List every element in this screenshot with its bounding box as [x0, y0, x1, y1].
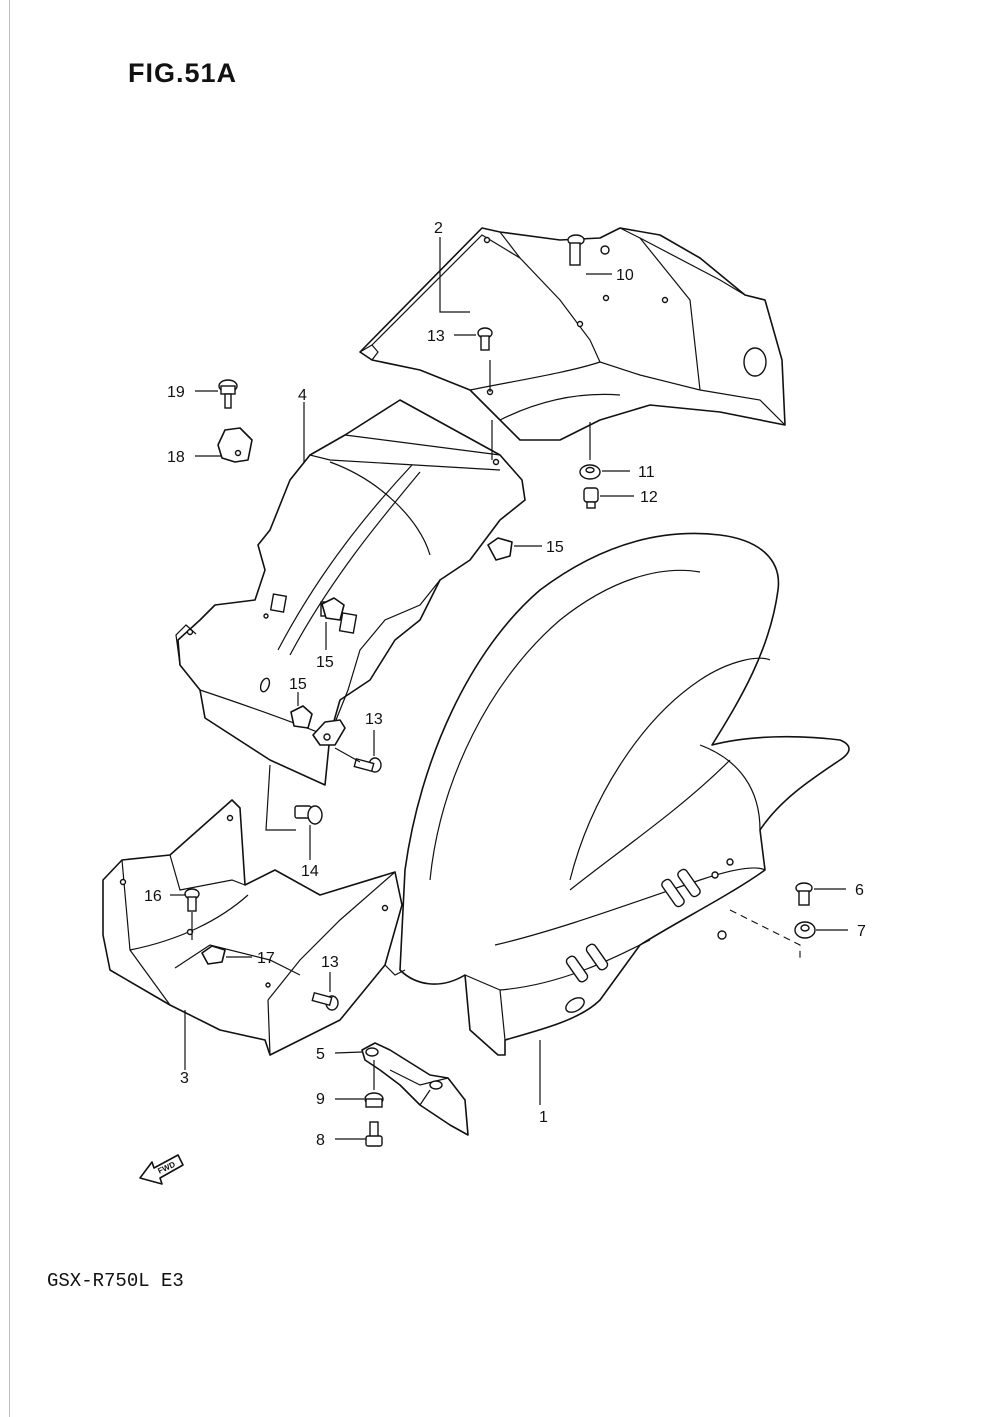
callout-13-upper: 13 [427, 328, 445, 345]
part-13-screw-lower [311, 991, 339, 1011]
part-4-inner-fender [175, 399, 526, 786]
callout-1: 1 [539, 1109, 548, 1126]
part-15-clip-nut-b [321, 597, 345, 621]
callout-2: 2 [434, 220, 443, 237]
part-11-washer [579, 464, 601, 480]
part-17-clip-nut [201, 945, 226, 965]
callout-17: 17 [257, 950, 275, 967]
part-8-bolt [365, 1121, 383, 1147]
callout-12: 12 [640, 489, 658, 506]
part-9-washer [364, 1092, 384, 1108]
figure-title: FIG.51A [128, 58, 238, 88]
callout-15-c: 15 [289, 676, 307, 693]
callout-11: 11 [638, 464, 655, 481]
callout-18: 18 [167, 449, 185, 466]
hardware-items [184, 234, 816, 1147]
part-16-screw [184, 888, 200, 912]
callout-16: 16 [144, 888, 162, 905]
part-14-bolt [294, 805, 323, 825]
callout-numbers: 1 2 3 4 5 6 7 8 9 10 11 12 13 13 13 14 1… [144, 220, 866, 1149]
callout-15-a: 15 [546, 539, 564, 556]
part-7-nut [794, 921, 816, 939]
part-15-clip-nut-c [290, 705, 313, 729]
clip-mount [312, 719, 346, 746]
part-10-screw [567, 234, 585, 266]
leader-lines [170, 237, 848, 1140]
part-6-screw [795, 882, 813, 906]
callout-7: 7 [857, 923, 866, 940]
callout-10: 10 [616, 267, 634, 284]
callout-6: 6 [855, 882, 864, 899]
part-3-splash-guard-lower [102, 799, 406, 1056]
part-5-bracket [361, 1042, 469, 1136]
callout-19: 19 [167, 384, 185, 401]
callout-14: 14 [301, 863, 319, 880]
part-18-clamp [217, 427, 253, 463]
callout-13-middle: 13 [365, 711, 383, 728]
callout-15-b: 15 [316, 654, 334, 671]
callout-9: 9 [316, 1091, 325, 1108]
binding-margin-line [9, 0, 10, 1417]
callout-5: 5 [316, 1046, 325, 1063]
part-12-nut [583, 487, 599, 509]
part-1-rear-fender [399, 532, 850, 1056]
part-15-clip-nut-a [487, 537, 513, 561]
part-13-screw-upper [477, 327, 493, 351]
part-13-screw-middle [353, 757, 382, 773]
callout-4: 4 [298, 387, 307, 404]
callout-8: 8 [316, 1132, 325, 1149]
callout-13-lower: 13 [321, 954, 339, 971]
fwd-direction-arrow: FWD [139, 1154, 184, 1185]
part-2-rear-fender-upper [359, 227, 786, 441]
callout-3: 3 [180, 1070, 189, 1087]
model-label: GSX-R750L E3 [47, 1270, 184, 1292]
part-19-bolt [218, 379, 238, 409]
